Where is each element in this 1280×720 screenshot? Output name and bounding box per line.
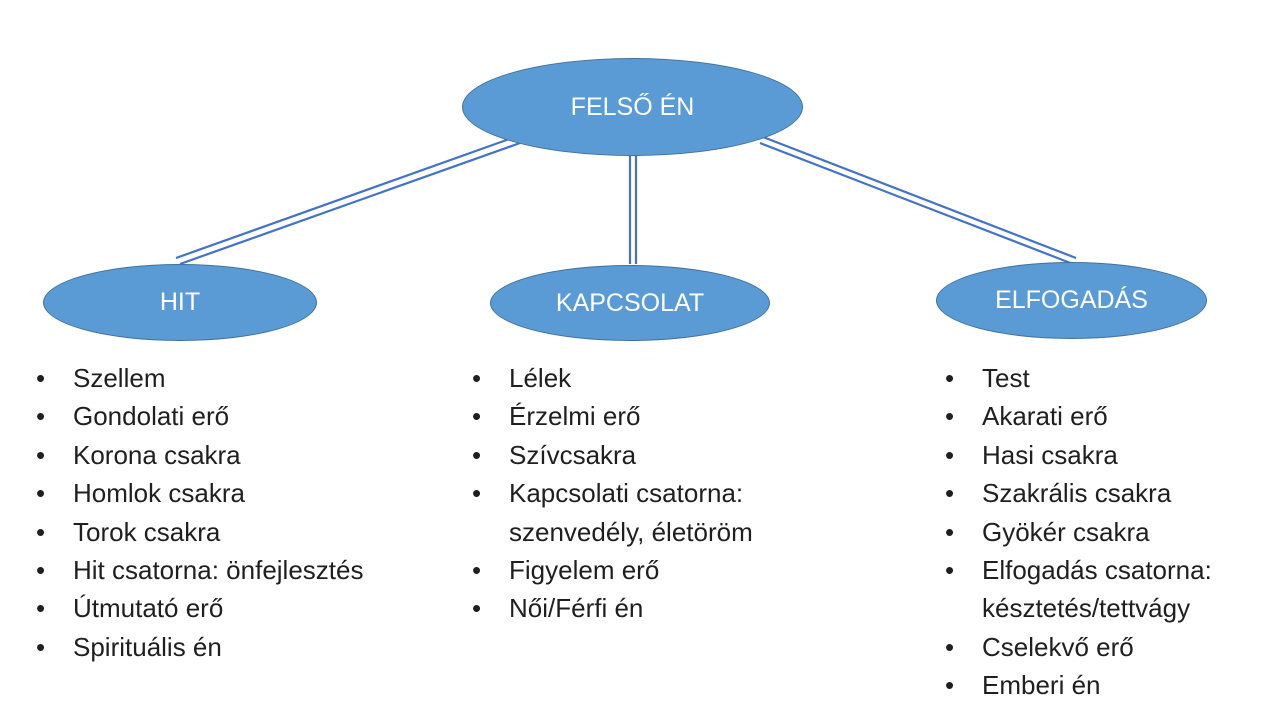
node-elfogadas: ELFOGADÁS <box>936 262 1207 339</box>
node-felso-en-label: FELSŐ ÉN <box>570 92 695 121</box>
elfogadas-list: Test Akarati erő Hasi csakra Szakrális c… <box>945 359 1275 705</box>
list-item: Cselekvő erő <box>945 628 1275 667</box>
connector-top-to-hit <box>175 135 521 266</box>
list-item: Női/Férfi én <box>472 589 892 628</box>
list-item-continuation: késztetés/tettvágy <box>982 593 1191 624</box>
list-item: Spirituális én <box>36 628 456 667</box>
list-item: Torok csakra <box>36 513 456 552</box>
node-felso-en: FELSŐ ÉN <box>462 58 803 156</box>
list-item: Figyelem erő <box>472 551 892 590</box>
list-item: Útmutató erő <box>36 589 456 628</box>
list-item: Gyökér csakra <box>945 513 1275 552</box>
list-item: Elfogadás csatorna: <box>945 551 1275 590</box>
node-hit-label: HIT <box>159 288 201 316</box>
hit-list: Szellem Gondolati erő Korona csakra Homl… <box>36 359 456 667</box>
list-item: Korona csakra <box>36 436 456 475</box>
list-item: Hasi csakra <box>945 436 1275 475</box>
list-item: Kapcsolati csatorna: <box>472 474 892 513</box>
list-item: Homlok csakra <box>36 474 456 513</box>
kapcsolat-list: Lélek Érzelmi erő Szívcsakra Kapcsolati … <box>472 359 892 628</box>
connector-top-to-kapcsolat <box>628 150 638 264</box>
node-kapcsolat-label: KAPCSOLAT <box>555 288 705 317</box>
list-item: Szellem <box>36 359 456 398</box>
list-item: Test <box>945 359 1275 398</box>
connector-top-to-elfogadas <box>759 135 1077 266</box>
node-kapcsolat: KAPCSOLAT <box>490 265 770 341</box>
list-item: Hit csatorna: önfejlesztés <box>36 551 456 590</box>
list-item: Lélek <box>472 359 892 398</box>
list-item: Gondolati erő <box>36 397 456 436</box>
node-elfogadas-label: ELFOGADÁS <box>995 286 1148 314</box>
node-hit: HIT <box>43 264 317 341</box>
list-item: Akarati erő <box>945 397 1275 436</box>
list-item: Szakrális csakra <box>945 474 1275 513</box>
list-item: Emberi én <box>945 666 1275 705</box>
list-item: Érzelmi erő <box>472 397 892 436</box>
list-item: Szívcsakra <box>472 436 892 475</box>
list-item-continuation: szenvedély, életöröm <box>509 516 753 547</box>
